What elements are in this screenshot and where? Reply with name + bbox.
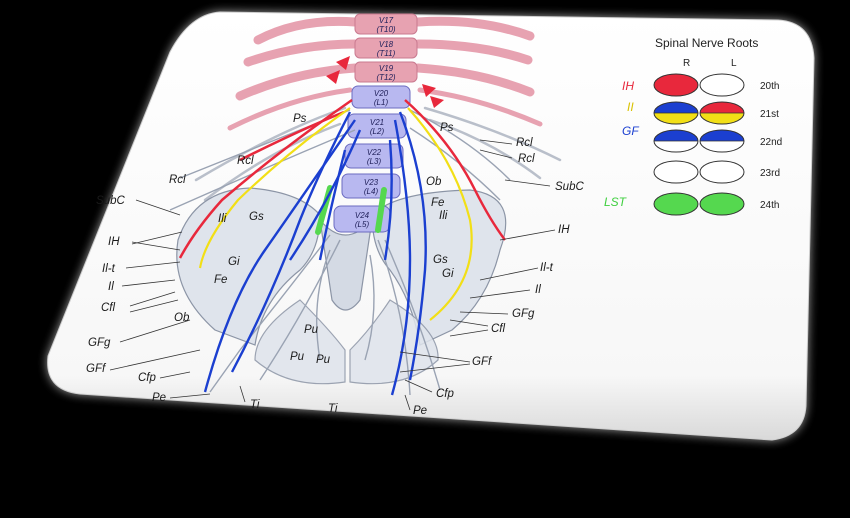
legend-row-label: 21st <box>760 109 779 120</box>
label-ps: Ps <box>293 113 307 125</box>
vertebra-sublabel: (L2) <box>370 127 385 136</box>
arrow-marker-icon <box>430 96 444 108</box>
legend-key-lst: LST <box>604 195 628 209</box>
label-gfg: GFg <box>512 308 535 320</box>
root-oval-r <box>653 129 699 153</box>
root-oval-r <box>653 192 699 216</box>
yellow-nerves <box>198 107 473 321</box>
label-il: Il <box>535 284 541 296</box>
red-nerves <box>178 98 507 259</box>
label-ob: Ob <box>426 176 442 188</box>
root-oval-l <box>699 192 745 216</box>
label-fe: Fe <box>214 274 227 286</box>
legend-title: Spinal Nerve Roots <box>655 36 758 50</box>
label-subc: SubC <box>96 195 125 207</box>
legend-col-l: L <box>731 58 737 69</box>
label-ps: Ps <box>440 122 454 134</box>
pelvis <box>176 187 507 385</box>
arrow-markers <box>326 56 444 108</box>
label-pu: Pu <box>290 351 305 363</box>
label-rcl: Rcl <box>237 155 254 167</box>
vertebra-label: V18 <box>379 40 394 49</box>
legend-row-label: 24th <box>760 200 779 211</box>
vertebra-sublabel: (L4) <box>364 187 379 196</box>
vertebra-label: V24 <box>355 211 370 220</box>
label-fe: Fe <box>431 197 444 209</box>
legend-key-gf: GF <box>622 124 639 138</box>
label-il-t: Il-t <box>102 263 116 275</box>
label-gfg: GFg <box>88 337 111 349</box>
vertebra-sublabel: (L5) <box>355 220 370 229</box>
anatomy-labels: Ps Ps Rcl Rcl Rcl Rcl SubC SubC IH IH Il… <box>86 113 584 417</box>
vertebra-sublabel: (T10) <box>376 25 395 34</box>
vertebra-sublabel: (T11) <box>377 49 396 58</box>
vertebra-label: V21 <box>370 118 384 127</box>
legend-col-r: R <box>683 58 690 69</box>
arrow-marker-icon <box>422 84 436 97</box>
legend: Spinal Nerve Roots R L IH II GF LST 20th 21s… <box>604 36 782 216</box>
label-pe: Pe <box>152 392 166 404</box>
root-oval-r <box>653 101 699 125</box>
arrow-marker-icon <box>326 70 340 84</box>
vertebra-label: V17 <box>379 16 394 25</box>
label-il-t: Il-t <box>540 262 554 274</box>
label-ti: Ti <box>328 403 338 415</box>
label-cfp: Cfp <box>138 372 157 384</box>
root-oval-l <box>699 160 745 184</box>
anatomy-drawing: V17 (T10) V18 (T11) V19 (T12) V20 (L1) V… <box>109 13 562 411</box>
vertebra-label: V22 <box>367 148 382 157</box>
label-ti: Ti <box>250 399 260 411</box>
label-gi: Gi <box>442 268 454 280</box>
arrow-marker-icon <box>336 56 350 70</box>
vertebra-labels: V17 (T10) V18 (T11) V19 (T12) V20 (L1) V… <box>355 16 396 229</box>
ribs <box>235 16 535 101</box>
label-ili: Ili <box>439 210 448 222</box>
vertebra-label: V19 <box>379 64 394 73</box>
label-il: Il <box>108 281 114 293</box>
legend-key-ih: IH <box>622 79 634 93</box>
legend-row-label: 23rd <box>760 168 780 179</box>
root-oval-r <box>653 160 699 184</box>
label-ih: IH <box>558 224 570 236</box>
label-ih: IH <box>108 236 120 248</box>
label-gs: Gs <box>249 211 264 223</box>
gray-nerves <box>169 109 511 396</box>
label-gs: Gs <box>433 254 448 266</box>
label-pu: Pu <box>316 354 331 366</box>
vertebra-sublabel: (L1) <box>374 98 389 107</box>
label-cfl: Cfl <box>491 323 506 335</box>
root-oval-l <box>699 129 745 153</box>
label-gff: GFf <box>472 356 493 368</box>
root-oval-r <box>653 73 699 97</box>
label-gff: GFf <box>86 363 107 375</box>
root-oval-l <box>699 73 745 97</box>
label-gi: Gi <box>228 256 240 268</box>
vertebra-label: V23 <box>364 178 379 187</box>
label-rcl: Rcl <box>518 153 535 165</box>
label-subc: SubC <box>555 181 584 193</box>
legend-key-ii: II <box>627 100 634 114</box>
label-cfp: Cfp <box>436 388 455 400</box>
label-rcl: Rcl <box>516 137 533 149</box>
blue-nerves <box>203 111 427 396</box>
legend-keys: IH II GF LST <box>604 79 639 209</box>
label-ili: Ili <box>218 213 227 225</box>
vertebra-label: V20 <box>374 89 389 98</box>
legend-row-label: 22nd <box>760 137 782 148</box>
leader-lines <box>109 139 556 411</box>
label-pu: Pu <box>304 324 319 336</box>
label-cfl: Cfl <box>101 302 116 314</box>
legend-row-label: 20th <box>760 81 779 92</box>
root-oval-l <box>699 101 745 125</box>
label-rcl: Rcl <box>169 174 186 186</box>
spine <box>333 13 418 233</box>
label-pe: Pe <box>413 405 427 417</box>
vertebra-sublabel: (L3) <box>367 157 382 166</box>
label-ob: Ob <box>174 312 190 324</box>
legend-rows: 20th 21st 22nd 23rd 24th <box>653 73 782 216</box>
vertebra-sublabel: (T12) <box>376 73 395 82</box>
